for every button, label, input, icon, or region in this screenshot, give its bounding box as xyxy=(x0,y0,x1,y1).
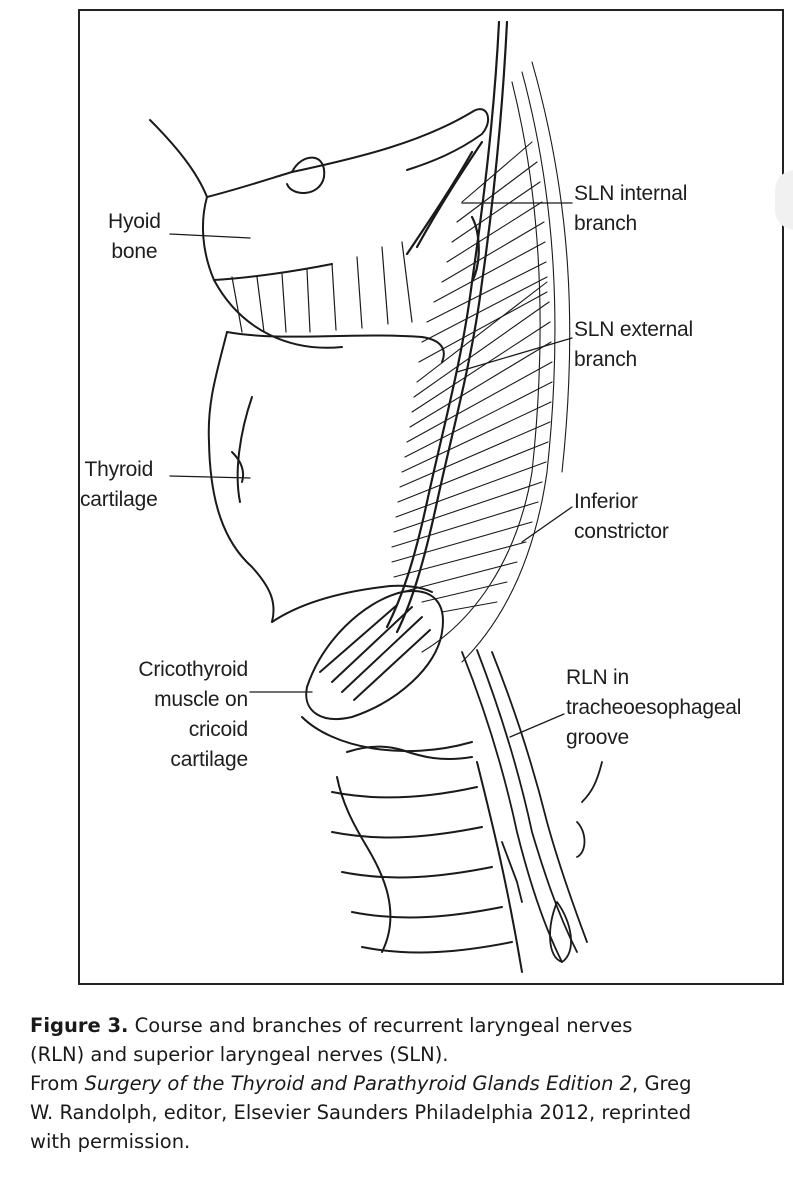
caption-line-1: Figure 3. Course and branches of recurre… xyxy=(30,1011,785,1040)
inferior-constrictor-drawing xyxy=(391,61,571,663)
trachea-drawing xyxy=(331,745,523,973)
figure-caption: Figure 3. Course and branches of recurre… xyxy=(30,1011,785,1156)
hyoid-bone-drawing xyxy=(149,108,490,349)
figure-number: Figure 3. xyxy=(30,1014,129,1037)
scroll-indicator[interactable] xyxy=(775,170,793,230)
larynx-illustration xyxy=(149,20,603,973)
membrane-lines xyxy=(231,241,413,333)
label-inferior-constrictor: Inferior constrictor xyxy=(574,490,669,543)
caption-line-2: (RLN) and superior laryngeal nerves (SLN… xyxy=(30,1043,449,1066)
caption-line-5: with permission. xyxy=(30,1130,191,1153)
thyroid-cartilage-drawing xyxy=(207,331,445,623)
label-sln-external-branch: SLN external branch xyxy=(574,318,693,371)
caption-line-4: W. Randolph, editor, Elsevier Saunders P… xyxy=(30,1101,692,1124)
label-hyoid-bone: Hyoid bone xyxy=(108,210,161,263)
book-title: Surgery of the Thyroid and Parathyroid G… xyxy=(84,1072,633,1095)
sln-nerve-drawing xyxy=(385,20,509,634)
source-suffix: , Greg xyxy=(632,1072,692,1095)
rln-drawing xyxy=(461,649,603,963)
leader-lines xyxy=(169,202,573,738)
source-prefix: From xyxy=(30,1072,85,1095)
caption-line-3: From Surgery of the Thyroid and Parathyr… xyxy=(30,1069,785,1098)
label-sln-internal-branch: SLN internal branch xyxy=(574,182,688,235)
label-thyroid-cartilage: Thyroid cartilage xyxy=(80,458,158,511)
label-cricothyroid-muscle: Cricothyroid muscle on cricoid cartilage xyxy=(138,658,248,771)
figure-frame: Hyoid bone Thyroid cartilage Cricothyroi… xyxy=(78,9,784,985)
caption-title: Course and branches of recurrent larynge… xyxy=(128,1014,633,1037)
label-rln-groove: RLN in tracheoesophageal groove xyxy=(566,666,742,749)
cricothyroid-drawing xyxy=(301,590,473,753)
